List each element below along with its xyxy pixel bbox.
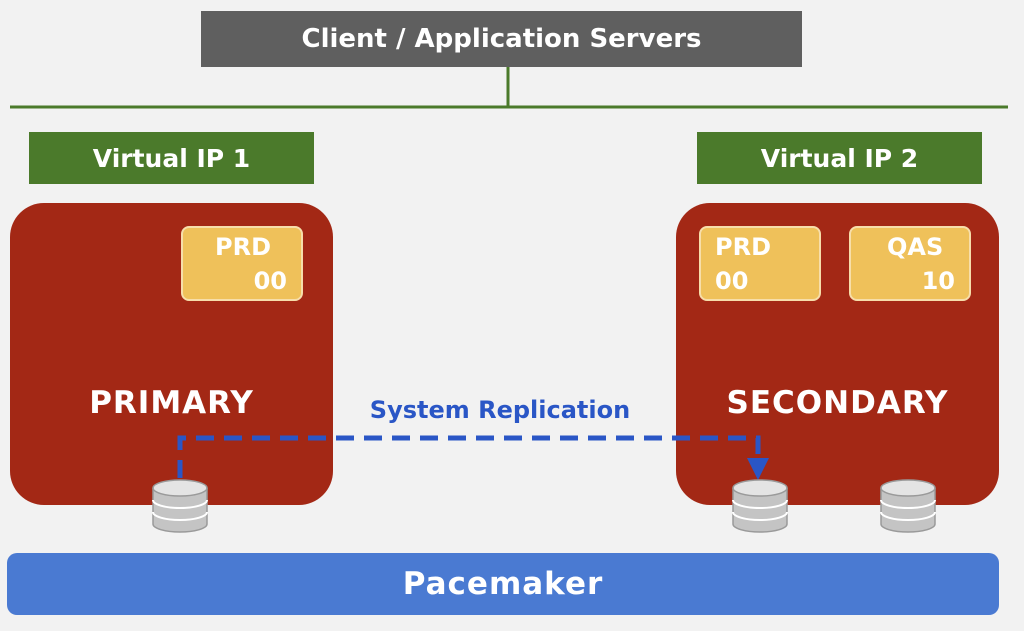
primary-instance-prd-00: PRD 00 [181,226,303,301]
instance-sid: PRD [215,232,271,261]
system-replication-label: System Replication [369,396,631,424]
pacemaker-bar: Pacemaker [7,553,999,615]
secondary-prd-database-icon [732,479,788,533]
secondary-qas-database-icon [880,479,936,533]
instance-number: 00 [715,266,749,295]
virtual-ip-2-label: Virtual IP 2 [760,143,919,173]
instance-number: 10 [921,266,955,295]
client-label: Client / Application Servers [301,24,702,54]
virtual-ip-2-box: Virtual IP 2 [697,132,982,184]
instance-sid: PRD [715,232,771,261]
pacemaker-label: Pacemaker [402,566,604,602]
secondary-instance-prd-00: PRD 00 [699,226,821,301]
instance-number: 00 [253,266,287,295]
replication-arrowhead-icon [747,458,769,480]
secondary-node-label: SECONDARY [726,385,949,421]
virtual-ip-1-label: Virtual IP 1 [92,143,251,173]
primary-node-label: PRIMARY [89,385,254,421]
primary-node: PRIMARY [10,203,333,505]
replication-path [177,435,761,478]
secondary-instance-qas-10: QAS 10 [849,226,971,301]
virtual-ip-1-box: Virtual IP 1 [29,132,314,184]
primary-database-icon [152,479,208,533]
client-application-servers-box: Client / Application Servers [201,11,802,67]
instance-sid: QAS [887,232,944,261]
